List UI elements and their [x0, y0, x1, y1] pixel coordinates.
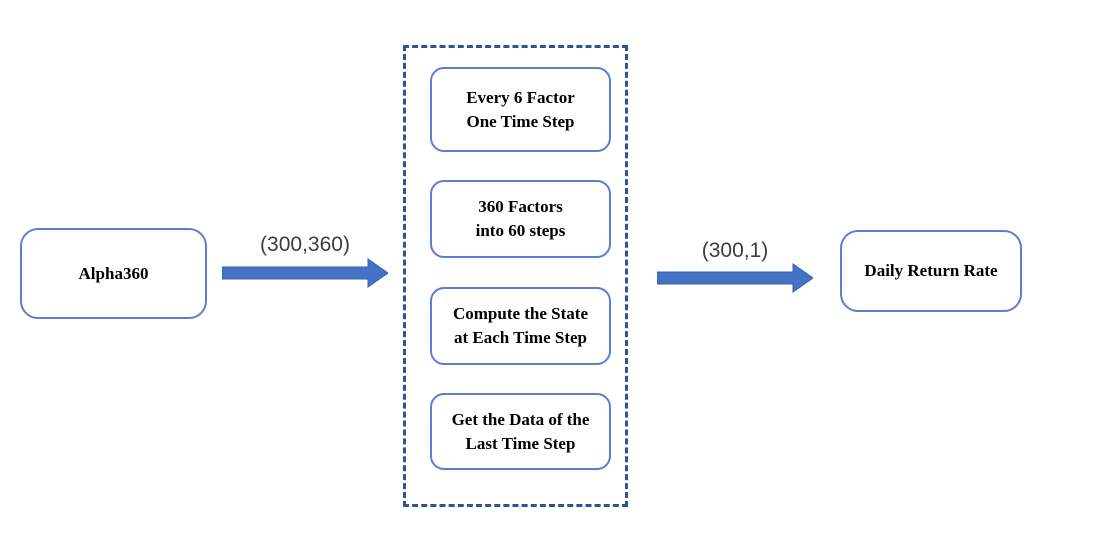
step-1-line-2: One Time Step: [466, 111, 575, 131]
right-arrow-icon: [222, 258, 388, 288]
step-4-line-1: Get the Data of the: [451, 409, 590, 429]
right-arrow-shape: [222, 258, 388, 288]
step-2-line-2: into 60 steps: [475, 221, 566, 240]
arrow-in-label: (300,360): [260, 233, 350, 256]
arrow-out-label: (300,1): [701, 239, 769, 262]
step-node-4: Get the Data of the Last Time Step: [430, 393, 611, 470]
process-group: Every 6 Factor One Time Step 360 Factors…: [403, 45, 628, 507]
step-node-3: Compute the State at Each Time Step: [430, 287, 611, 365]
step-3-line-1: Compute the State: [452, 304, 589, 323]
node-daily-return-rate-label: Daily Return Rate: [864, 261, 998, 280]
right-arrow-icon: [657, 263, 813, 293]
node-alpha360-label: Alpha360: [78, 263, 149, 283]
node-alpha360: Alpha360: [20, 228, 207, 319]
right-arrow-shape: [657, 263, 813, 293]
node-daily-return-rate: Daily Return Rate: [840, 230, 1022, 312]
step-node-2: 360 Factors into 60 steps: [430, 180, 611, 258]
step-2-line-1: 360 Factors: [478, 197, 563, 216]
step-1-line-1: Every 6 Factor: [466, 87, 575, 107]
step-3-line-2: at Each Time Step: [453, 328, 588, 347]
step-node-1: Every 6 Factor One Time Step: [430, 67, 611, 152]
step-4-line-2: Last Time Step: [465, 433, 576, 453]
